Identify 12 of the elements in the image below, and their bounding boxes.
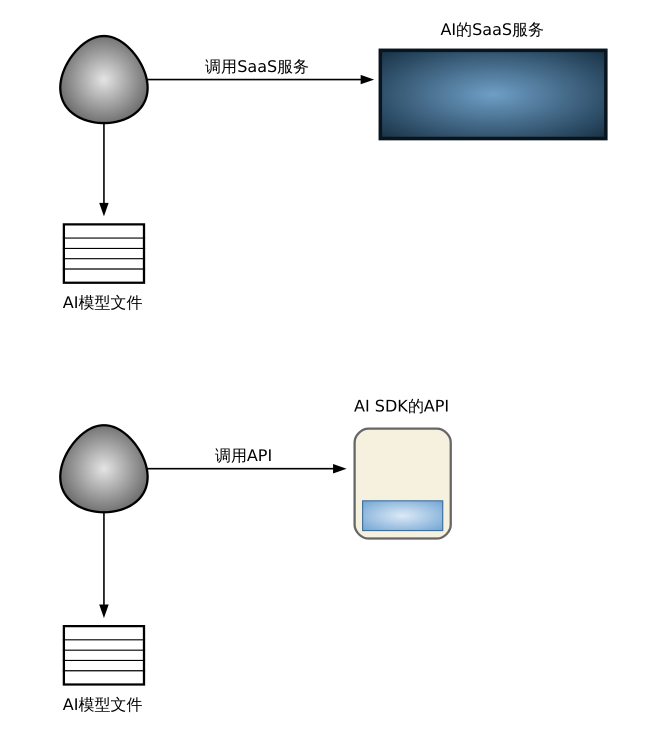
node-person bbox=[59, 34, 149, 124]
node-label: AI SDK的API bbox=[354, 396, 450, 416]
node-label: AI的SaaS服务 bbox=[440, 20, 544, 40]
arrow bbox=[147, 464, 347, 474]
node-label: AI模型文件 bbox=[62, 694, 142, 714]
arrow bbox=[99, 123, 109, 216]
node-person bbox=[59, 424, 149, 514]
arrow bbox=[99, 512, 109, 618]
node-label: AI模型文件 bbox=[62, 293, 142, 312]
edge-label: 调用SaaS服务 bbox=[205, 56, 310, 76]
edge-label: 调用API bbox=[214, 446, 272, 465]
arrow bbox=[147, 74, 374, 84]
